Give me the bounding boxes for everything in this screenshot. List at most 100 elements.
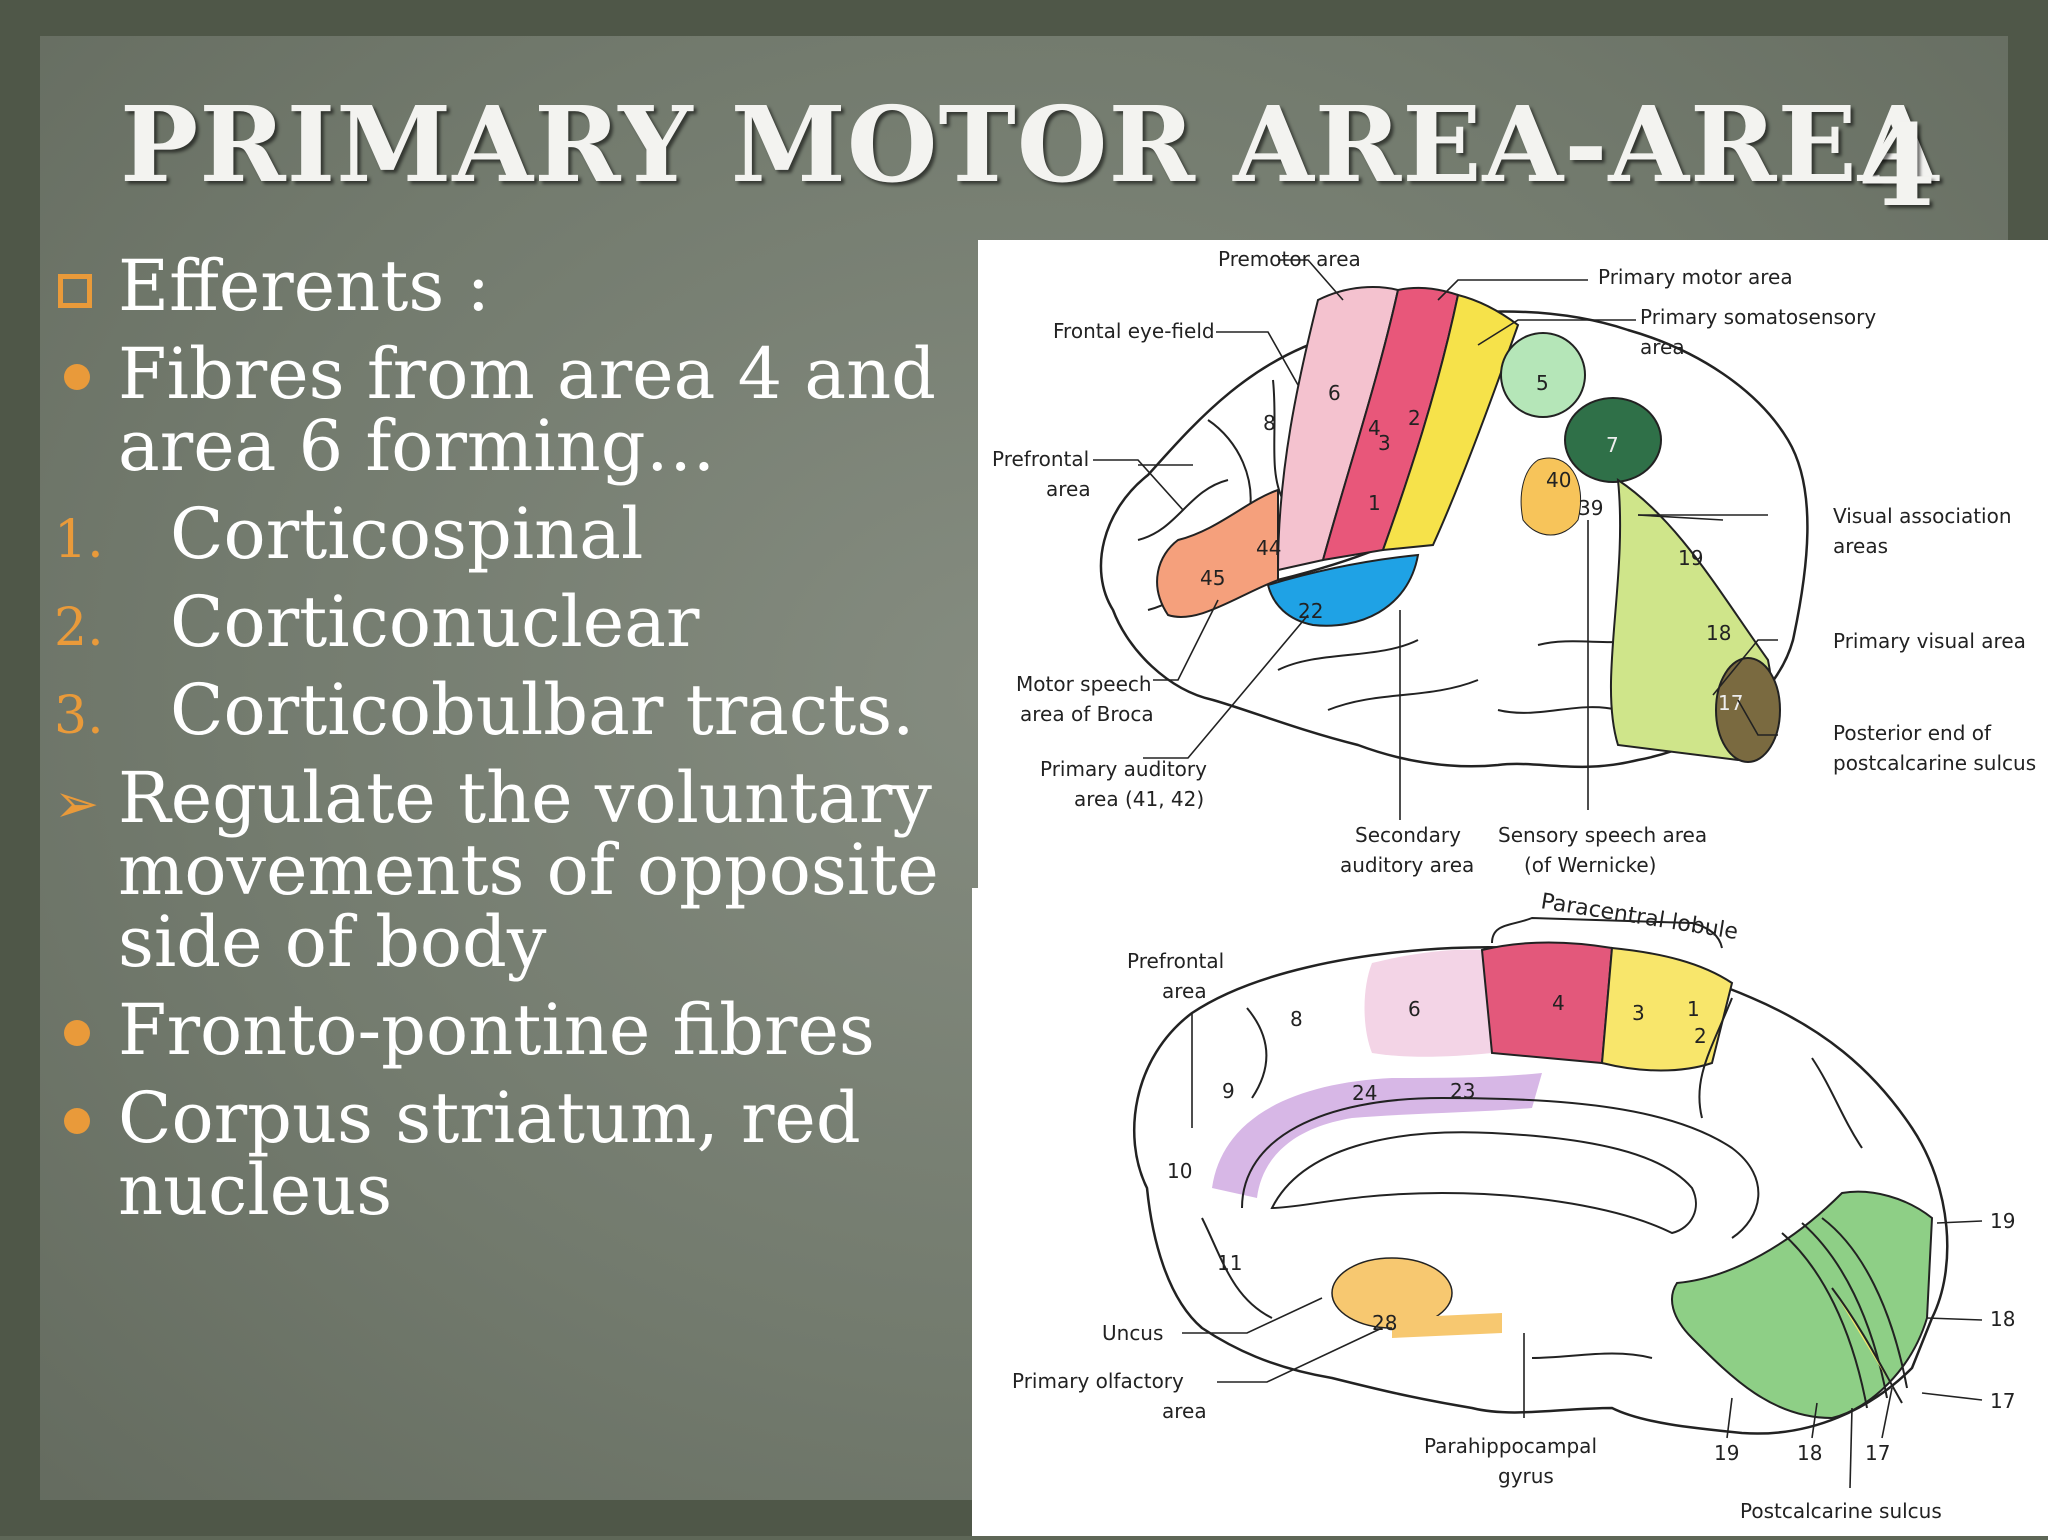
area-44-label: 44 [1256,536,1281,560]
area-5-label: 5 [1536,371,1549,395]
bullet-text-cont: nucleus [118,1149,393,1231]
occipital-area-shape [1671,1190,1934,1420]
area-40-label: 40 [1546,468,1571,492]
label-visual-assoc-1: Visual association [1833,504,2012,528]
heading-row: Efferents : [50,250,980,322]
area-10-label: 10 [1167,1159,1192,1183]
area-9-label: 9 [1222,1079,1235,1103]
area-7-label: 7 [1606,433,1619,457]
lateral-brain-diagram: 6 4 3 2 1 5 7 8 44 45 40 39 22 19 18 17 … [978,240,2048,888]
label-somato-2: area [1640,335,1685,359]
list-number: 1. [54,510,104,570]
round-bullet-icon [64,364,90,390]
label-primary-visual: Primary visual area [1833,629,2026,653]
label-visual-assoc-2: areas [1833,534,1888,558]
title-number: 4 [1858,101,1936,232]
slide-title: PRIMARY MOTOR AREA-AREA [120,80,1940,210]
list-item: 2. Corticonuclear [50,586,980,658]
medial-brain-diagram: 8 6 4 3 1 2 9 24 23 10 11 28 Paracentral… [972,888,2048,1536]
label-uncus: Uncus [1102,1321,1163,1345]
label-auditory-1: Primary auditory [1040,757,1207,781]
area-3-label: 3 [1632,1001,1645,1025]
bullet-row: Corpus striatum, red nucleus [50,1082,980,1226]
area-39-label: 39 [1578,496,1603,520]
slide-content: Efferents : Fibres from area 4 and area … [50,250,980,1242]
arrow-text-2: movements of opposite [118,829,939,911]
list-number: 2. [54,598,104,658]
area-8-label: 8 [1263,411,1276,435]
label-prefrontal-1: Prefrontal [1127,949,1224,973]
area-4-shape [1480,941,1614,1065]
area-40-shape [1520,457,1582,536]
bottom-label-19: 19 [1714,1441,1739,1465]
round-bullet-icon [64,1020,90,1046]
arrow-text-3: side of body [118,901,547,983]
list-number: 3. [54,686,104,746]
label-paracentral: Paracentral lobule [1539,889,1740,945]
area-8-label: 8 [1290,1007,1303,1031]
area-1-label: 1 [1368,491,1381,515]
area-3-1-2-shape [1600,946,1734,1072]
area-24-label: 24 [1352,1081,1377,1105]
label-prefrontal-2: area [1046,477,1091,501]
label-primary-motor: Primary motor area [1598,265,1793,289]
label-post-end-2: postcalcarine sulcus [1833,751,2036,775]
label-sec-aud-1: Secondary [1355,823,1461,847]
bullet-text: Fronto-pontine fibres [118,989,875,1071]
bottom-label-18: 18 [1797,1441,1822,1465]
area-19-label: 19 [1678,546,1703,570]
area-3-label: 3 [1378,431,1391,455]
label-broca-2: area of Broca [1020,702,1154,726]
list-text: Corticonuclear [170,581,700,663]
arrow-row: ➢ Regulate the voluntary movements of op… [50,762,980,978]
right-label-18: 18 [1990,1307,2015,1331]
area-2-label: 2 [1408,406,1421,430]
area-3-1-2-shape [1381,293,1520,552]
bullet-row: Fronto-pontine fibres [50,994,980,1066]
area-1-label: 1 [1687,997,1700,1021]
list-text: Corticospinal [170,493,644,575]
arrow-text-1: Regulate the voluntary [118,757,932,839]
frame-edge-right [2008,0,2048,240]
area-4-label: 4 [1368,416,1381,440]
frame-edge-top [0,0,2048,36]
area-6-label: 6 [1328,381,1341,405]
area-22-label: 22 [1298,599,1323,623]
title-text: PRIMARY MOTOR AREA-AREA [120,83,1940,206]
label-olfactory-2: area [1162,1399,1207,1423]
bullet-row: Fibres from area 4 and area 6 forming… [50,338,980,482]
label-postcalcarine: Postcalcarine sulcus [1740,1499,1942,1523]
round-bullet-icon [64,1108,90,1134]
right-label-19: 19 [1990,1209,2015,1233]
arrow-bullet-icon: ➢ [54,772,100,835]
area-4-label: 4 [1552,991,1565,1015]
efferents-heading: Efferents : [118,245,491,327]
label-sec-aud-2: auditory area [1340,853,1474,877]
bottom-label-17: 17 [1865,1441,1890,1465]
area-44-45-shape [1156,488,1279,618]
list-text: Corticobulbar tracts. [170,669,915,751]
label-prefrontal-1: Prefrontal [992,447,1089,471]
area-7-shape [1564,397,1662,483]
label-auditory-2: area (41, 42) [1074,787,1204,811]
bullet-text: Fibres from area 4 and [118,333,936,415]
area-2-label: 2 [1694,1024,1707,1048]
area-22-shape [1266,553,1420,627]
area-45-label: 45 [1200,566,1225,590]
area-17-shape [1715,657,1781,763]
label-wernicke-2: (of Wernicke) [1524,853,1656,877]
area-6-shape [1364,949,1492,1057]
area-6-label: 6 [1408,997,1421,1021]
medial-brain-svg: 8 6 4 3 1 2 9 24 23 10 11 28 Paracentral… [1012,889,2015,1523]
bullet-text: Corpus striatum, red [118,1077,861,1159]
label-frontal-eye: Frontal eye-field [1053,319,1215,343]
area-11-label: 11 [1217,1251,1242,1275]
square-bullet-icon [58,274,92,308]
label-wernicke-1: Sensory speech area [1498,823,1707,847]
lateral-brain-svg: 6 4 3 2 1 5 7 8 44 45 40 39 22 19 18 17 … [992,247,2036,877]
label-premotor: Premotor area [1218,247,1361,271]
area-18-label: 18 [1706,621,1731,645]
list-item: 3. Corticobulbar tracts. [50,674,980,746]
area-24-23-shape [1212,1073,1542,1198]
label-somato-1: Primary somatosensory [1640,305,1876,329]
